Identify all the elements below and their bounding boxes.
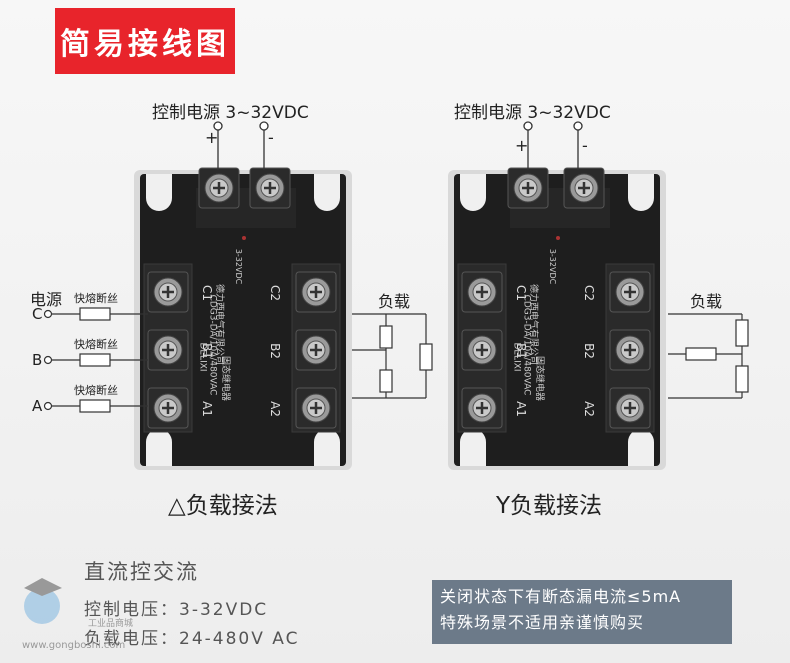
notice-line-2: 特殊场景不适用亲谨慎购买 xyxy=(440,613,645,632)
relay-right xyxy=(447,166,667,471)
terminal-b2-left: B2 xyxy=(267,343,282,359)
terminal-b2-right: B2 xyxy=(581,343,596,359)
control-power-label-right: 控制电源 3~32VDC xyxy=(454,103,611,123)
type-label-left: 固态继电器 xyxy=(220,355,231,402)
brand-label-right: DELIXI xyxy=(511,342,522,372)
spec-title: 直流控交流 xyxy=(84,560,199,584)
load-label-left: 负载 xyxy=(378,292,411,311)
notice-line-1: 关闭状态下有断态漏电流≤5mA xyxy=(440,587,682,606)
phase-b-label: B xyxy=(32,351,43,369)
maker-label-right: 德力西电气有限公司 xyxy=(528,283,539,366)
relay-left xyxy=(133,166,353,471)
plus-sign-left: + xyxy=(205,128,219,147)
terminal-a1-right: A1 xyxy=(513,401,528,417)
watermark-mascot-icon xyxy=(24,578,62,624)
fuse-label-b: 快熔断丝 xyxy=(74,338,118,351)
brand-label-left: DELIXI xyxy=(197,342,208,372)
maker-label-left: 德力西电气有限公司 xyxy=(214,283,225,366)
notice-box: 关闭状态下有断态漏电流≤5mA 特殊场景不适用亲谨慎购买 xyxy=(432,580,732,644)
control-wires-left xyxy=(213,121,269,170)
watermark-url: www.gongboshi.com xyxy=(22,640,126,651)
control-wires-right xyxy=(523,121,583,170)
watermark-cn: 工业品商城 xyxy=(88,619,134,629)
terminal-c2-left: C2 xyxy=(268,284,283,302)
type-label-right: 固态继电器 xyxy=(534,355,545,402)
minus-sign-left: - xyxy=(268,128,274,147)
terminal-a2-left: A2 xyxy=(267,401,282,417)
minus-sign-right: - xyxy=(582,136,588,155)
input-wires-left xyxy=(43,307,148,413)
terminal-c2-right: C2 xyxy=(582,284,597,302)
delta-caption: △负载接法 xyxy=(168,493,278,519)
plus-sign-right: + xyxy=(515,136,529,155)
fuse-label-a: 快熔断丝 xyxy=(74,384,118,397)
fuse-label-c: 快熔断丝 xyxy=(74,292,118,305)
terminal-a2-right: A2 xyxy=(581,401,596,417)
load-label-right: 负载 xyxy=(690,292,723,311)
spec-load-voltage: 负载电压：24-480V AC xyxy=(84,629,300,649)
page-title: 简易接线图 xyxy=(55,8,235,74)
control-marking-left: 3-32VDC xyxy=(234,248,244,285)
control-marking-right: 3-32VDC xyxy=(548,248,558,285)
wye-caption: Y负载接法 xyxy=(496,493,603,519)
terminal-a1-left: A1 xyxy=(199,401,214,417)
spec-control-voltage: 控制电压：3-32VDC xyxy=(84,600,269,620)
power-source-label: 电源 xyxy=(30,290,63,309)
y-load xyxy=(668,313,749,399)
control-power-label-left: 控制电源 3~32VDC xyxy=(152,103,309,123)
phase-c-label: C xyxy=(32,305,43,323)
delta-load xyxy=(352,313,433,399)
phase-a-label: A xyxy=(32,397,43,415)
